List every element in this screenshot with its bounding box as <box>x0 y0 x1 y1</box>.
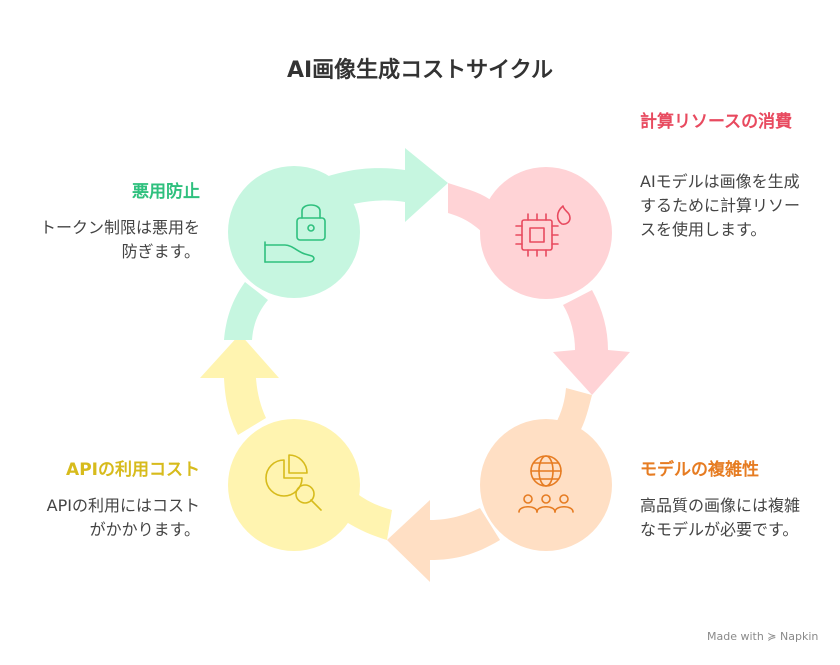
step-circle-orange <box>480 419 612 551</box>
step-label-compute: 計算リソースの消費 <box>640 112 793 132</box>
step-desc-model-complexity: 高品質の画像には複雑なモデルが必要です。 <box>640 496 801 539</box>
step-desc-compute: AIモデルは画像を生成するために計算リソースを使用します。 <box>640 172 801 239</box>
napkin-watermark: Made with ≽ Napkin <box>707 630 819 643</box>
ring-piece-left-top <box>224 282 268 340</box>
pie-chart-magnifier-icon <box>265 454 322 511</box>
step-label-api-cost: APIの利用コスト <box>66 460 200 480</box>
diagram-title: AI画像生成コストサイクル <box>286 58 554 83</box>
step-desc-abuse-prevention: トークン制限は悪用を防ぎます。 <box>40 218 201 261</box>
step-label-abuse-prevention: 悪用防止 <box>132 182 200 202</box>
step-label-model-complexity: モデルの複雑性 <box>640 460 759 480</box>
lock-hand-icon <box>264 204 326 263</box>
step-circle-red <box>480 167 612 299</box>
step-desc-api-cost: APIの利用にはコストがかかります。 <box>46 496 200 539</box>
arrow-right <box>553 290 630 395</box>
arrow-bottom <box>387 500 500 582</box>
globe-people-icon <box>518 455 574 513</box>
arrow-left <box>200 334 279 435</box>
step-circle-green <box>228 166 360 298</box>
step-circle-yellow <box>228 419 360 551</box>
cpu-fire-icon <box>515 205 571 257</box>
